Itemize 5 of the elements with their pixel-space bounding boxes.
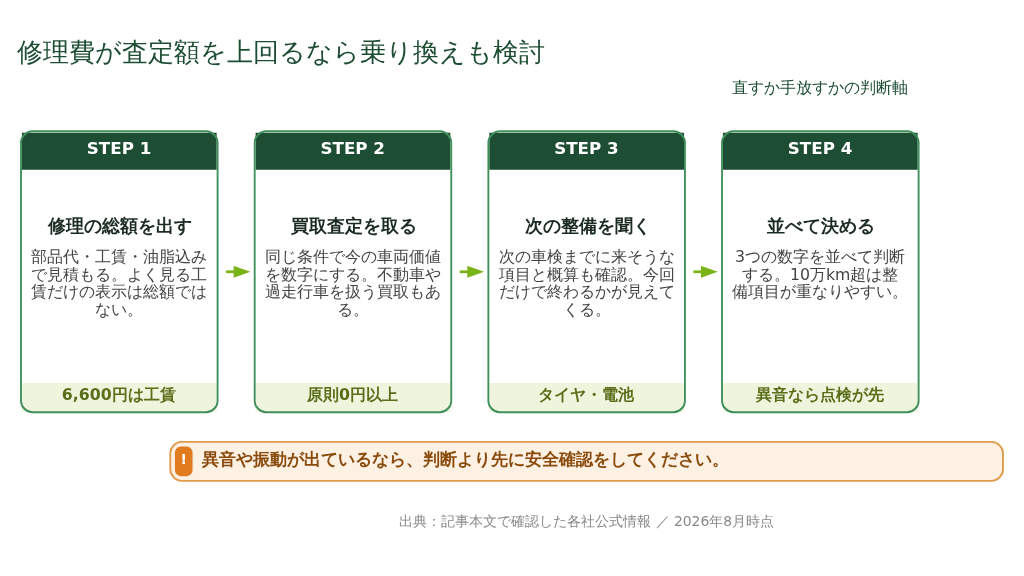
arrow — [226, 265, 251, 278]
arrow — [693, 265, 718, 278]
diagram-title: 修理費が査定額を上回るなら乗り換えも検討 — [16, 37, 545, 68]
label: 直すか手放すかの判断軸 — [732, 78, 909, 98]
label: 出典：記事本文で確認した各社公式情報 ／ 2026年8月時点 — [399, 512, 775, 529]
